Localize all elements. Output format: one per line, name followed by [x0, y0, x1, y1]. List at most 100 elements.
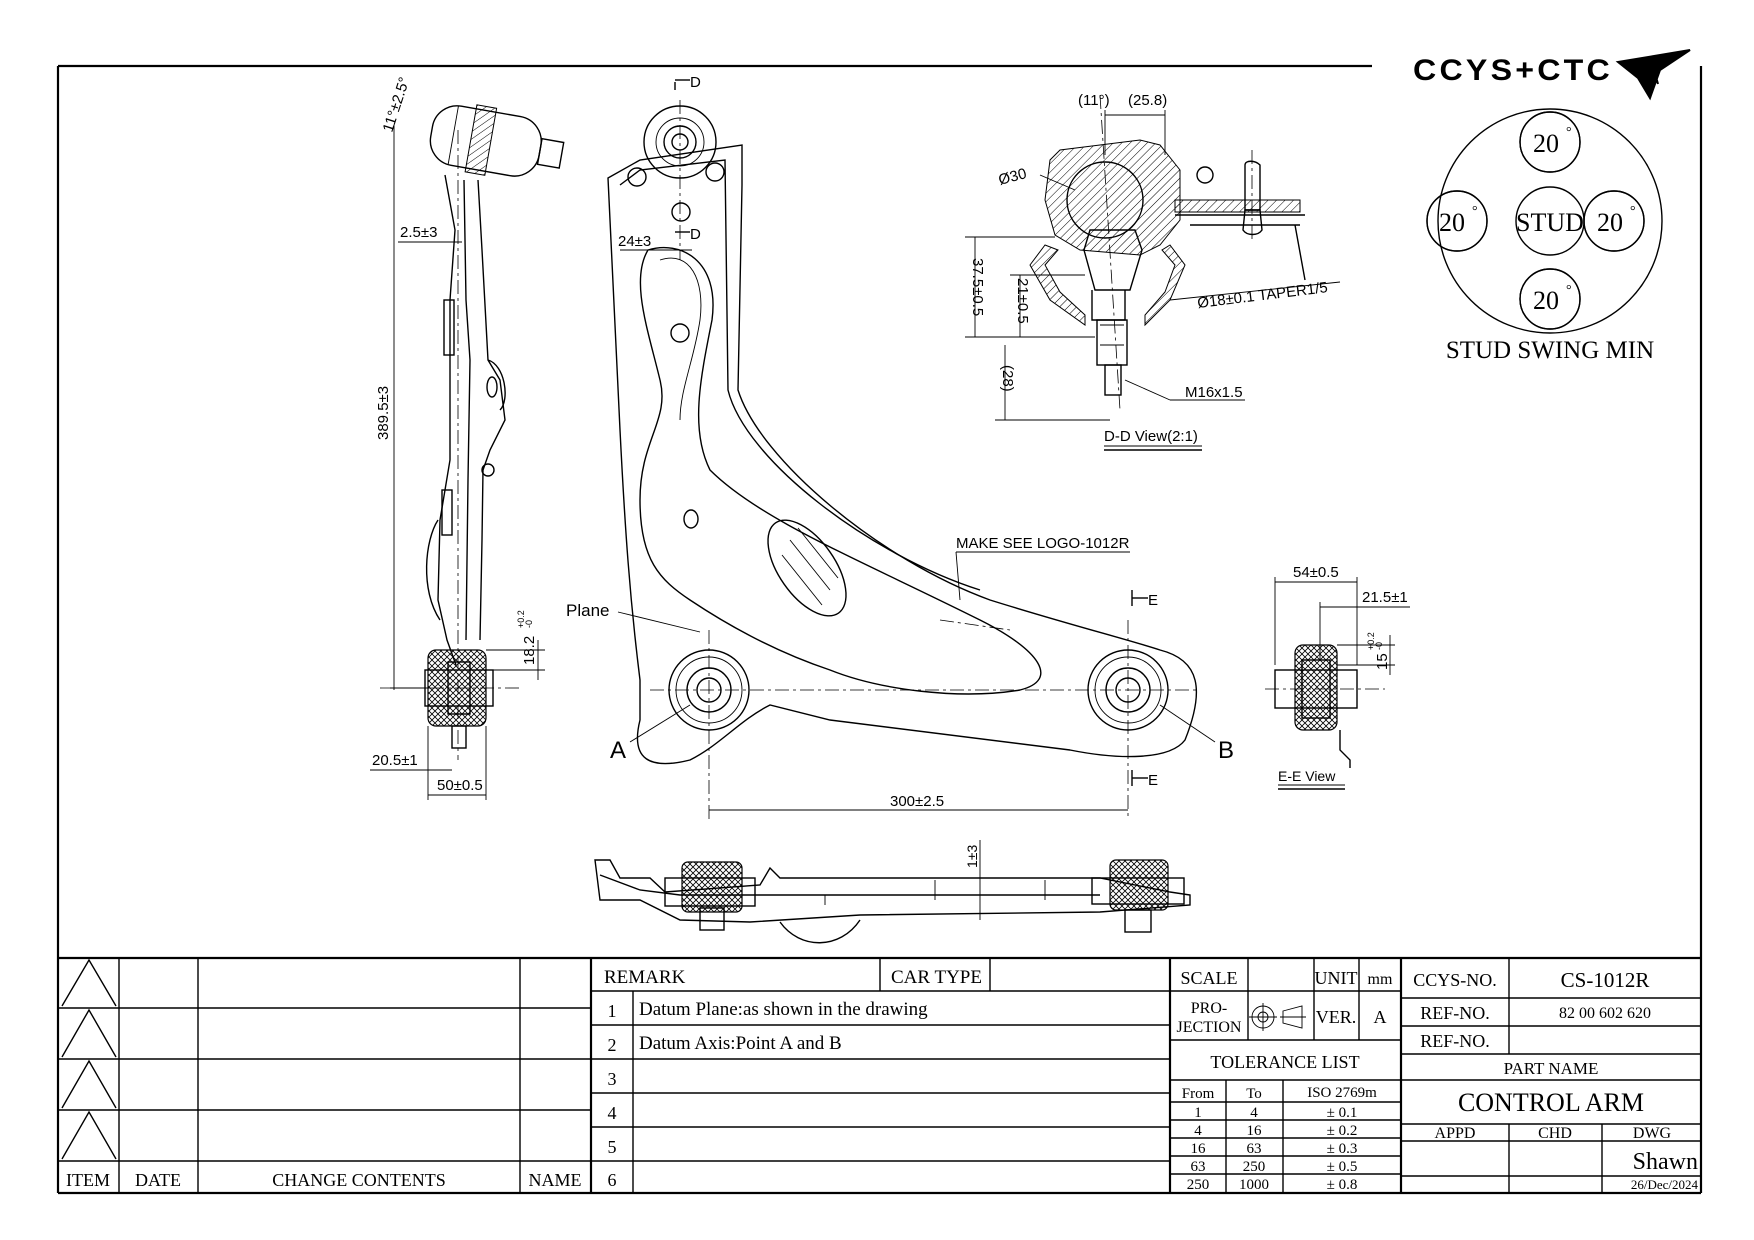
tolerance-value: ± 0.5 — [1327, 1159, 1358, 1175]
remark-label: REMARK — [604, 967, 686, 988]
stud-swing-caption: STUD SWING MIN — [1446, 337, 1654, 364]
stud-deg-bottom: ° — [1566, 283, 1572, 298]
dd-dia-dim: Ø30 — [997, 165, 1029, 189]
side-offset-dim: 2.5±3 — [400, 224, 437, 241]
tolerance-value: ± 0.1 — [1327, 1105, 1358, 1121]
revision-triangle-icons — [61, 958, 117, 1160]
stud-label: STUD — [1516, 208, 1584, 237]
plan-offset-dim: 24±3 — [618, 233, 651, 250]
unit-label: UNIT — [1315, 968, 1358, 988]
dd-width-dim: (25.8) — [1128, 92, 1167, 109]
tolerance-from: 63 — [1191, 1159, 1206, 1175]
side-bush-height-dim: 18.2 — [521, 636, 538, 665]
tolerance-to: 16 — [1247, 1123, 1263, 1139]
front-dim: 1±3 — [964, 845, 980, 868]
revision-item-header: ITEM — [66, 1170, 110, 1190]
datum-point-b: B — [1218, 737, 1234, 764]
version-value: A — [1374, 1007, 1387, 1027]
side-length-dim: 389.5±3 — [375, 386, 392, 440]
tolerance-to: 250 — [1243, 1159, 1266, 1175]
stud-swing-left: 20 — [1439, 208, 1465, 237]
brand-logo: CCYS+CTC — [1413, 49, 1691, 101]
tolerance-iso-header: ISO 2769m — [1307, 1085, 1377, 1101]
tolerance-value: ± 0.2 — [1327, 1123, 1358, 1139]
tolerance-value: ± 0.3 — [1327, 1141, 1358, 1157]
tolerance-to: 1000 — [1239, 1177, 1269, 1193]
version-label: VER. — [1316, 1007, 1357, 1027]
part-name-value: CONTROL ARM — [1458, 1088, 1644, 1117]
part-name-label: PART NAME — [1504, 1059, 1599, 1078]
ref-no-label: REF-NO. — [1420, 1003, 1490, 1023]
side-bush-tol-down: -0 — [524, 620, 534, 628]
section-dd-view: (11°) (25.8) Ø30 37.5±0.5 21±0.5 (28) Ø1… — [965, 92, 1341, 451]
ee-tol-down: -0 — [1374, 642, 1384, 650]
dd-angle-dim: (11°) — [1078, 92, 1110, 109]
remark-no: 1 — [608, 1001, 617, 1021]
plan-length-dim: 300±2.5 — [890, 793, 944, 810]
ref-no-value: 82 00 602 620 — [1559, 1005, 1651, 1022]
scale-label: SCALE — [1180, 968, 1237, 988]
side-bush-tol-up: +0.2 — [516, 610, 526, 628]
drawing-date-value: 26/Dec/2024 — [1631, 1177, 1699, 1192]
ee-height-dim: 15 — [1374, 653, 1391, 670]
dwg-label: DWG — [1633, 1125, 1672, 1142]
side-bottom-offset-dim: 20.5±1 — [372, 752, 418, 769]
remark-no: 2 — [608, 1035, 617, 1055]
revision-name-header: NAME — [529, 1170, 582, 1190]
section-d-marker-bottom: D — [690, 226, 701, 243]
dd-mid-height-dim: 21±0.5 — [1014, 278, 1031, 324]
drawn-by-value: Shawn — [1633, 1149, 1698, 1175]
car-type-label: CAR TYPE — [891, 967, 982, 988]
dd-thread-height-dim: (28) — [999, 365, 1016, 392]
tolerance-rows: 1 4 ± 0.1 4 16 ± 0.2 16 63 ± 0.3 63 250 … — [1187, 1105, 1358, 1193]
sheet-border — [56, 64, 1703, 1195]
side-bottom-width-dim: 50±0.5 — [437, 777, 483, 794]
datum-plane-label: Plane — [566, 601, 609, 620]
dd-view-title: D-D View(2:1) — [1104, 428, 1198, 445]
plan-view: D D E E 24±3 MAKE SEE LOGO-1012R Plane A… — [566, 74, 1234, 820]
section-e-marker-top: E — [1148, 592, 1158, 609]
tolerance-to-header: To — [1246, 1086, 1262, 1102]
remark-no: 3 — [608, 1069, 617, 1089]
side-angle-dim: 11°±2.5° — [380, 75, 414, 134]
stud-swing-right: 20 — [1597, 208, 1623, 237]
ccys-no-value: CS-1012R — [1561, 968, 1650, 992]
tolerance-from: 4 — [1194, 1123, 1202, 1139]
tolerance-title: TOLERANCE LIST — [1210, 1052, 1359, 1072]
stud-deg-top: ° — [1566, 125, 1572, 140]
projection-symbol-icon — [1249, 1003, 1306, 1031]
remark-no: 4 — [608, 1103, 617, 1123]
dd-total-height-dim: 37.5±0.5 — [969, 258, 986, 316]
tolerance-value: ± 0.8 — [1327, 1177, 1358, 1193]
remark-text: Datum Plane:as shown in the drawing — [639, 999, 928, 1020]
remark-no: 5 — [608, 1137, 617, 1157]
remark-text: Datum Axis:Point A and B — [639, 1033, 842, 1054]
projection-label-1: PRO- — [1191, 1000, 1227, 1017]
tolerance-to: 4 — [1250, 1105, 1258, 1121]
dd-taper-dim: Ø18±0.1 TAPER1/5 — [1196, 279, 1328, 312]
ref-no2-label: REF-NO. — [1420, 1031, 1490, 1051]
stud-deg-left: ° — [1472, 204, 1478, 219]
section-d-marker-top: D — [690, 74, 701, 91]
projection-label-2: JECTION — [1177, 1019, 1242, 1036]
stud-swing-top: 20 — [1533, 129, 1559, 158]
tolerance-to: 63 — [1247, 1141, 1262, 1157]
side-view: 11°±2.5° 389.5±3 2.5±3 18.2 +0.2 -0 50±0… — [370, 75, 565, 800]
ee-tol-up: +0.2 — [1366, 632, 1376, 650]
front-view: 1±3 — [594, 840, 1191, 944]
section-ee-view: 54±0.5 21.5±1 15 +0.2 -0 E-E View — [1265, 564, 1410, 790]
unit-value: mm — [1368, 971, 1393, 988]
ee-width-dim: 54±0.5 — [1293, 564, 1339, 581]
section-e-marker-bottom: E — [1148, 772, 1158, 789]
ee-view-title: E-E View — [1278, 768, 1336, 784]
plan-logo-note: MAKE SEE LOGO-1012R — [956, 535, 1130, 552]
ccys-no-label: CCYS-NO. — [1413, 970, 1497, 990]
tolerance-from-header: From — [1182, 1086, 1215, 1102]
chd-label: CHD — [1538, 1125, 1572, 1142]
revision-change-header: CHANGE CONTENTS — [272, 1170, 446, 1190]
tolerance-from: 16 — [1191, 1141, 1207, 1157]
brand-logo-mark-icon — [1615, 49, 1691, 101]
stud-swing-diagram: STUD 20 20 20 20 ° ° ° ° STUD SWING MIN — [1426, 108, 1663, 364]
remark-rows: 1 Datum Plane:as shown in the drawing 2 … — [608, 999, 929, 1190]
